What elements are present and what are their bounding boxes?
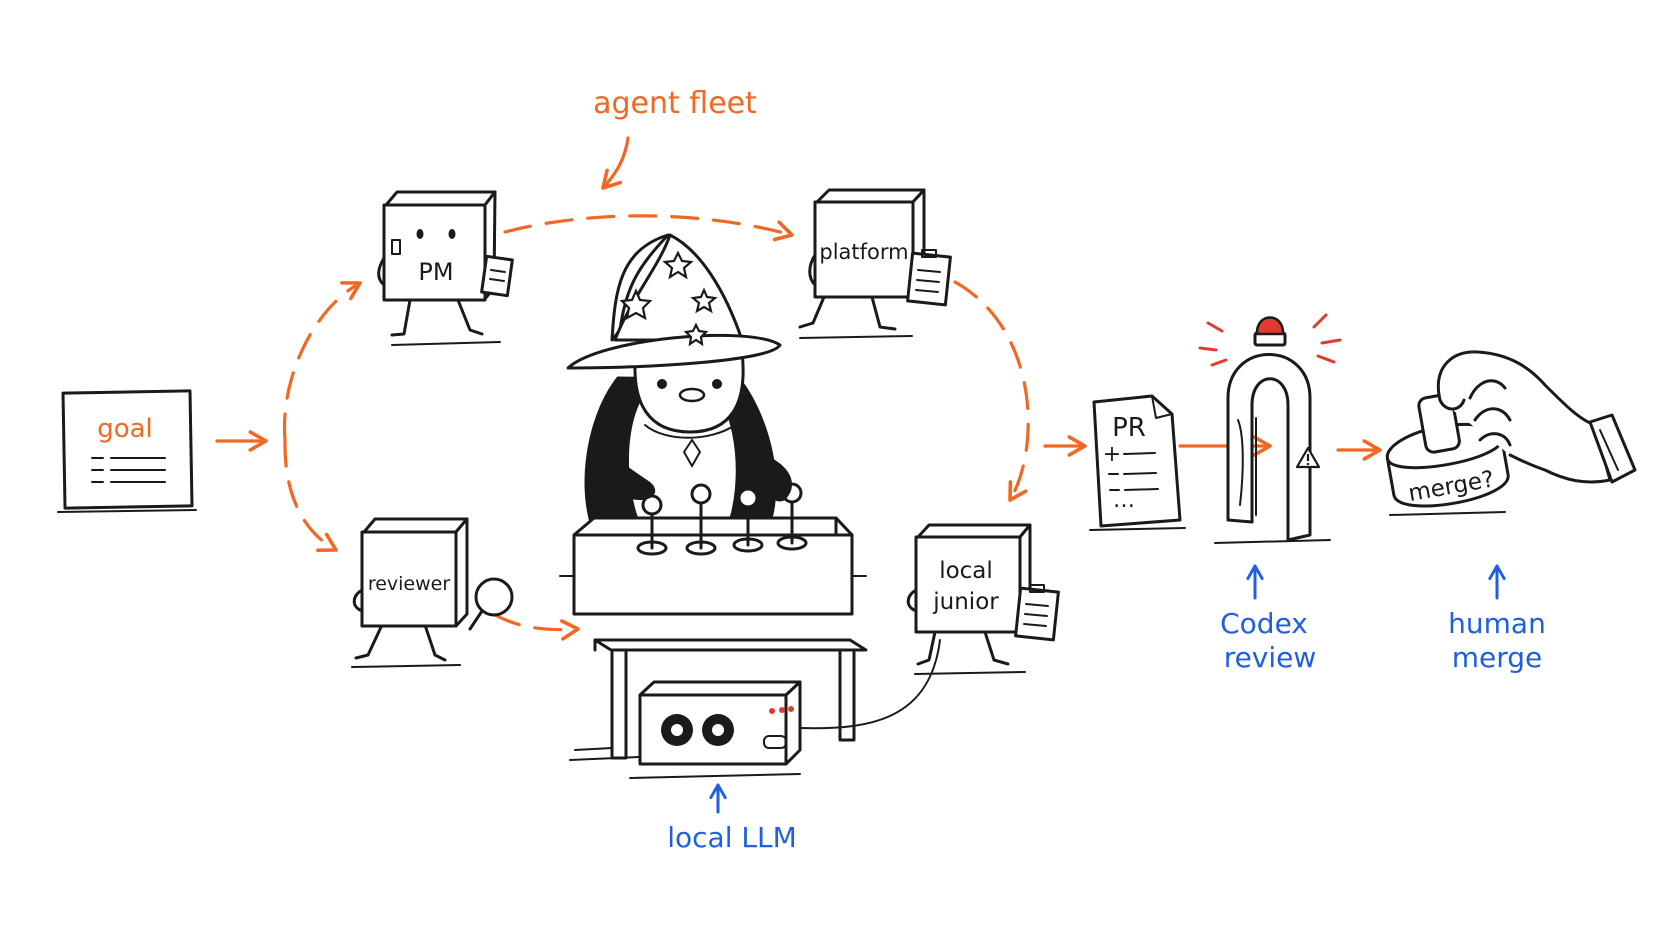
local-junior-agent: local junior <box>906 523 1060 675</box>
agent-fleet-label: agent fleet <box>593 86 757 121</box>
clipboard-icon <box>906 251 952 307</box>
clipboard-icon <box>1014 586 1060 642</box>
magnifier-icon <box>468 577 514 631</box>
goal-card: goal <box>57 389 197 513</box>
pr-label: PR <box>1112 413 1146 443</box>
platform-label: platform <box>819 240 908 264</box>
fork-to-reviewer-arrow <box>283 438 338 552</box>
pendant-icon <box>682 438 702 469</box>
flow-arrows <box>215 136 1382 641</box>
pr-plus-mark: + <box>1103 442 1121 467</box>
star-icon <box>690 287 718 314</box>
reviewer-agent: reviewer <box>351 517 514 668</box>
reviewer-to-console-arrow <box>493 613 580 641</box>
star-icon <box>619 288 653 321</box>
joystick-lever <box>685 483 717 556</box>
codex-review-label-line1: Codex <box>1220 607 1308 640</box>
agent-fleet-pointer-arrow <box>601 136 630 190</box>
human-merge-label-line2: merge <box>1452 641 1543 674</box>
platform-agent: platform <box>798 188 952 339</box>
clipboard-icon <box>480 254 514 298</box>
pm-to-platform-arrow <box>503 214 794 242</box>
pr-document: PR + … <box>1089 394 1186 531</box>
codex-review-gate <box>1198 313 1342 544</box>
codex-review-annotation: Codex review <box>1220 564 1317 674</box>
control-console <box>559 455 867 616</box>
goal-label: goal <box>97 414 153 444</box>
human-merge-label-line1: human <box>1448 607 1546 640</box>
joystick-lever <box>732 487 764 553</box>
reviewer-label: reviewer <box>368 573 451 595</box>
pm-agent: PM <box>377 190 514 346</box>
local-llm-annotation: local LLM <box>667 783 797 854</box>
local-llm-label: local LLM <box>667 821 797 854</box>
human-hand <box>1436 350 1637 484</box>
platform-to-junior-arrow <box>953 280 1030 502</box>
star-icon <box>662 250 694 280</box>
server-cable <box>799 639 941 730</box>
alarm-light-icon <box>1255 316 1285 336</box>
table <box>569 638 868 761</box>
fork-to-pm-arrow <box>282 281 362 442</box>
penguin-wizard-operator <box>559 233 941 779</box>
wizard-hat <box>566 233 782 370</box>
local-llm-server <box>629 639 941 779</box>
local-junior-label-line1: local <box>939 558 993 584</box>
pr-ellipsis: … <box>1113 488 1135 513</box>
pm-label: PM <box>418 258 453 286</box>
star-icon <box>683 322 709 347</box>
human-merge-annotation: human merge <box>1448 564 1546 674</box>
codex-review-label-line2: review <box>1224 641 1317 674</box>
local-junior-label-line2: junior <box>932 589 999 615</box>
